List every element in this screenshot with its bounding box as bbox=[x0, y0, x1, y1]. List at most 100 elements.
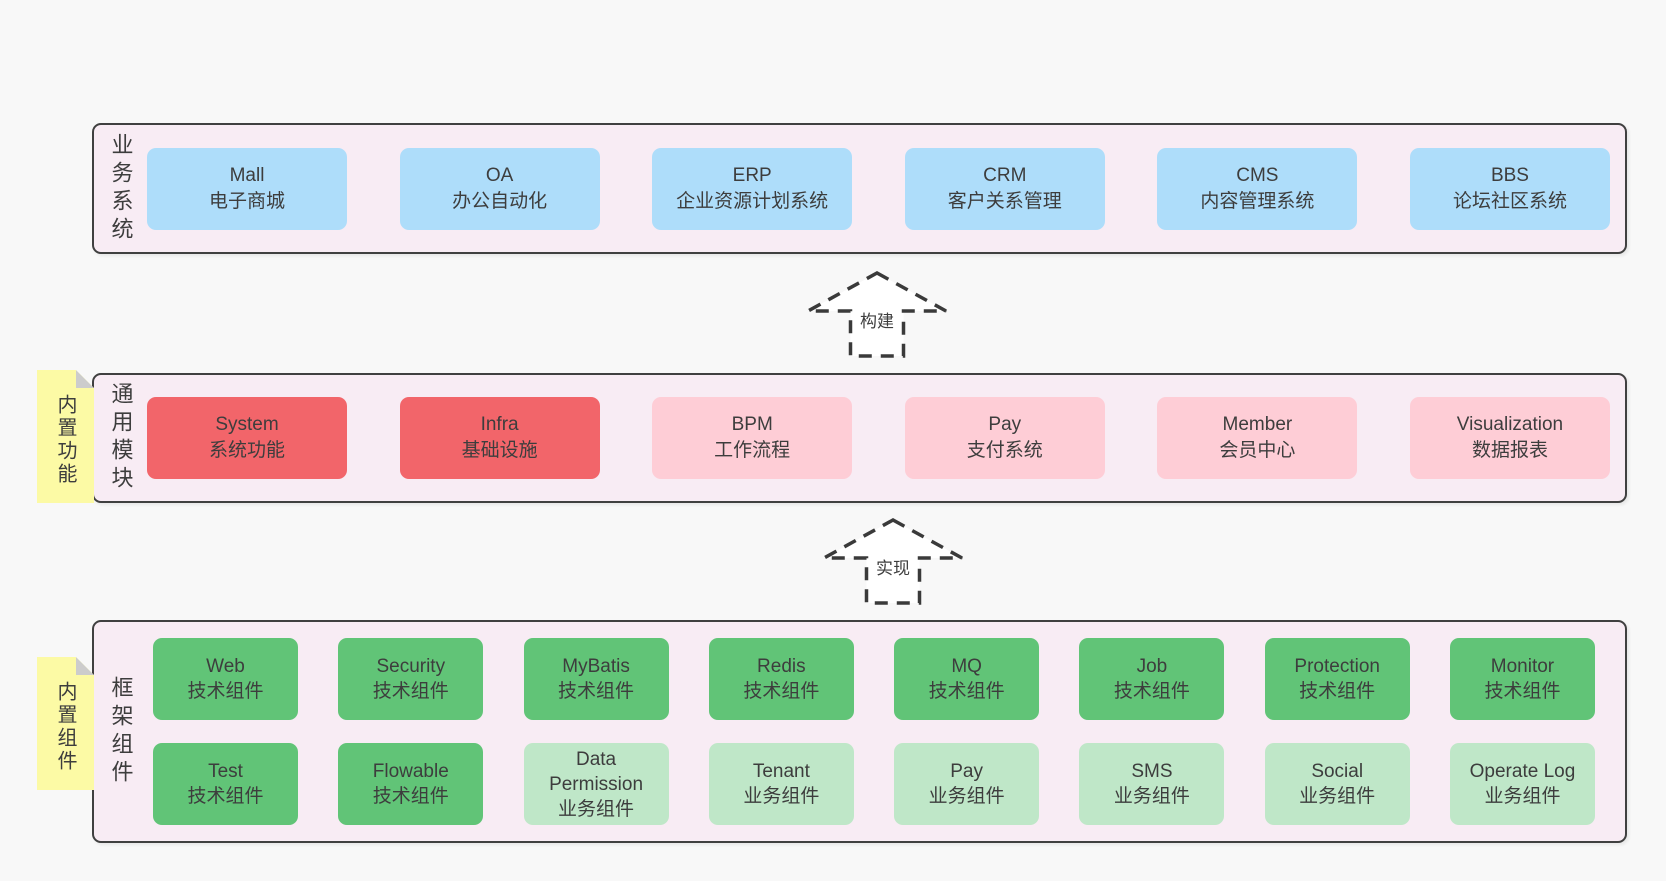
layer-business-label: 业务系统 bbox=[94, 125, 147, 252]
arrow-build-label: 构建 bbox=[857, 307, 897, 332]
box-operate-log: Operate Log 业务组件 bbox=[1449, 743, 1595, 825]
box-oa: OA 办公自动化 bbox=[399, 147, 600, 230]
box-subtitle: 技术组件 bbox=[187, 681, 264, 702]
box-security: Security 技术组件 bbox=[338, 638, 484, 720]
box-job: Job 技术组件 bbox=[1079, 638, 1225, 720]
box-title: OA bbox=[485, 164, 514, 186]
box-pay: Pay 支付系统 bbox=[904, 397, 1105, 479]
box-subtitle: 电子商城 bbox=[208, 190, 285, 212]
box-subtitle: 内容管理系统 bbox=[1200, 190, 1315, 212]
box-web: Web 技术组件 bbox=[153, 638, 298, 720]
box-subtitle: 业务组件 bbox=[1113, 786, 1190, 807]
box-title: Infra bbox=[480, 414, 519, 435]
box-title: System bbox=[215, 414, 279, 435]
box-subtitle: 论坛社区系统 bbox=[1452, 190, 1567, 212]
box-title: Test bbox=[208, 761, 243, 782]
box-subtitle: 技术组件 bbox=[1113, 681, 1190, 702]
box-monitor: Monitor 技术组件 bbox=[1449, 638, 1595, 720]
box-system: System 系统功能 bbox=[147, 397, 347, 479]
box-title: BBS bbox=[1490, 164, 1529, 186]
box-cms: CMS 内容管理系统 bbox=[1157, 147, 1358, 230]
box-subtitle: 支付系统 bbox=[966, 440, 1043, 461]
box-title: Pay bbox=[988, 414, 1022, 435]
box-subtitle: 业务组件 bbox=[928, 786, 1005, 807]
modules-box-area: System 系统功能 Infra 基础设施 BPM 工作流程 Pay 支付系统 Member 会… bbox=[147, 375, 1625, 501]
box-title: CRM bbox=[983, 164, 1027, 186]
box-member: Member 会员中心 bbox=[1157, 397, 1358, 479]
box-subtitle: 业务组件 bbox=[558, 798, 635, 820]
box-subtitle: 技术组件 bbox=[1484, 681, 1561, 702]
box-pay: Pay 业务组件 bbox=[894, 743, 1040, 825]
box-subtitle: 技术组件 bbox=[187, 786, 264, 807]
box-title: Web bbox=[206, 656, 245, 677]
box-title: MQ bbox=[951, 656, 982, 677]
box-subtitle: 基础设施 bbox=[461, 440, 538, 461]
layer-label-text: 框架组件 bbox=[108, 675, 134, 788]
box-subtitle: 业务组件 bbox=[1299, 786, 1376, 807]
note-built-in-features: 内置功能 bbox=[37, 370, 94, 503]
box-subtitle: 业务组件 bbox=[743, 786, 820, 807]
box-subtitle: 技术组件 bbox=[372, 786, 449, 807]
arrow-implement-label: 实现 bbox=[873, 554, 913, 579]
note-text: 内置组件 bbox=[54, 680, 76, 773]
note-text: 内置功能 bbox=[54, 393, 76, 486]
box-title: CMS bbox=[1236, 164, 1279, 186]
layer-common-modules: 通用模块 System 系统功能 Infra 基础设施 BPM 工作流程 Pay 支付系统 Me… bbox=[92, 373, 1627, 503]
box-mall: Mall 电子商城 bbox=[147, 147, 347, 230]
box-mybatis: MyBatis 技术组件 bbox=[523, 638, 669, 720]
box-title: Monitor bbox=[1490, 656, 1555, 677]
box-subtitle: 业务组件 bbox=[1484, 786, 1561, 807]
box-title: Security bbox=[376, 656, 446, 677]
box-subtitle: 数据报表 bbox=[1471, 440, 1548, 461]
box-subtitle: 会员中心 bbox=[1219, 440, 1296, 461]
box-title: Member bbox=[1222, 414, 1293, 435]
box-sms: SMS 业务组件 bbox=[1079, 743, 1225, 825]
box-bpm: BPM 工作流程 bbox=[652, 397, 853, 479]
box-title: BPM bbox=[731, 414, 773, 435]
box-title: Mall bbox=[229, 164, 265, 186]
box-redis: Redis 技术组件 bbox=[708, 638, 854, 720]
box-social: Social 业务组件 bbox=[1264, 743, 1410, 825]
box-title: MyBatis bbox=[562, 656, 630, 677]
box-crm: CRM 客户关系管理 bbox=[904, 147, 1105, 230]
layer-components-label: 框架组件 bbox=[94, 622, 147, 841]
box-title: Visualization bbox=[1456, 414, 1564, 435]
box-title: Operate Log bbox=[1469, 761, 1576, 782]
box-flowable: Flowable 技术组件 bbox=[338, 743, 484, 825]
box-subtitle: 技术组件 bbox=[372, 681, 449, 702]
box-mq: MQ 技术组件 bbox=[894, 638, 1040, 720]
box-subtitle: 办公自动化 bbox=[452, 190, 548, 212]
box-visualization: Visualization 数据报表 bbox=[1409, 397, 1610, 479]
box-subtitle: 工作流程 bbox=[714, 440, 791, 461]
box-bbs: BBS 论坛社区系统 bbox=[1409, 147, 1610, 230]
box-infra: Infra 基础设施 bbox=[399, 397, 600, 479]
box-subtitle: 系统功能 bbox=[208, 440, 285, 461]
box-subtitle: 客户关系管理 bbox=[947, 190, 1062, 212]
box-title: Redis bbox=[757, 656, 806, 677]
box-title: Social bbox=[1311, 761, 1364, 782]
layer-modules-label: 通用模块 bbox=[94, 375, 147, 501]
box-test: Test 技术组件 bbox=[153, 743, 298, 825]
box-subtitle: 技术组件 bbox=[743, 681, 820, 702]
box-title: SMS bbox=[1131, 761, 1173, 782]
box-title: Flowable bbox=[372, 761, 449, 782]
box-subtitle: 技术组件 bbox=[558, 681, 635, 702]
arrow-build: 构建 bbox=[806, 271, 948, 359]
box-title: Job bbox=[1136, 656, 1168, 677]
box-subtitle: 技术组件 bbox=[928, 681, 1005, 702]
box-subtitle: 技术组件 bbox=[1299, 681, 1376, 702]
layer-label-text: 通用模块 bbox=[108, 382, 134, 494]
box-title: Pay bbox=[950, 761, 983, 782]
box-title: Protection bbox=[1294, 656, 1380, 677]
modules-row: System 系统功能 Infra 基础设施 BPM 工作流程 Pay 支付系统 Member 会… bbox=[147, 397, 1610, 479]
